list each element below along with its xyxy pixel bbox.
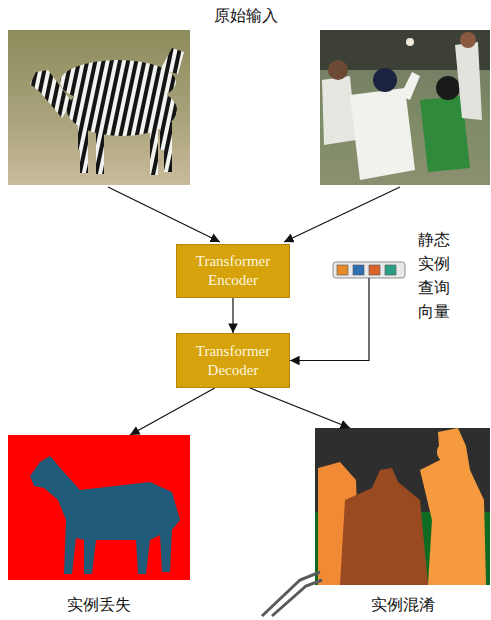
query-vector: 静态实例查询向量 [333,262,405,278]
decoder-box: Transformer Decoder [176,333,290,388]
input-arrow [284,187,400,242]
output-mask: 实例混淆 [315,428,490,585]
decoration-stroke [262,572,322,616]
connector-arrow [250,388,350,428]
box-label: Transformer Encoder [177,248,289,294]
connector-arrow [130,388,215,435]
mask-caption: 实例丢失 [0,595,210,615]
zebra-mask [8,435,190,580]
box-label: Transformer Decoder [177,338,289,384]
connector-arrow [290,278,369,361]
zebra-photo [8,30,190,185]
mask-caption: 实例混淆 [295,595,491,615]
output-mask: 实例丢失 [8,435,190,580]
encoder-box: Transformer Encoder [176,244,290,298]
baseball-mask [315,428,490,585]
title: 原始输入 [0,6,491,26]
query-vector-bar [333,262,405,278]
input-arrow [108,187,220,242]
connector-arrow [232,298,233,333]
baseball-photo [320,30,490,185]
vector-label: 静态实例查询向量 [418,228,450,324]
